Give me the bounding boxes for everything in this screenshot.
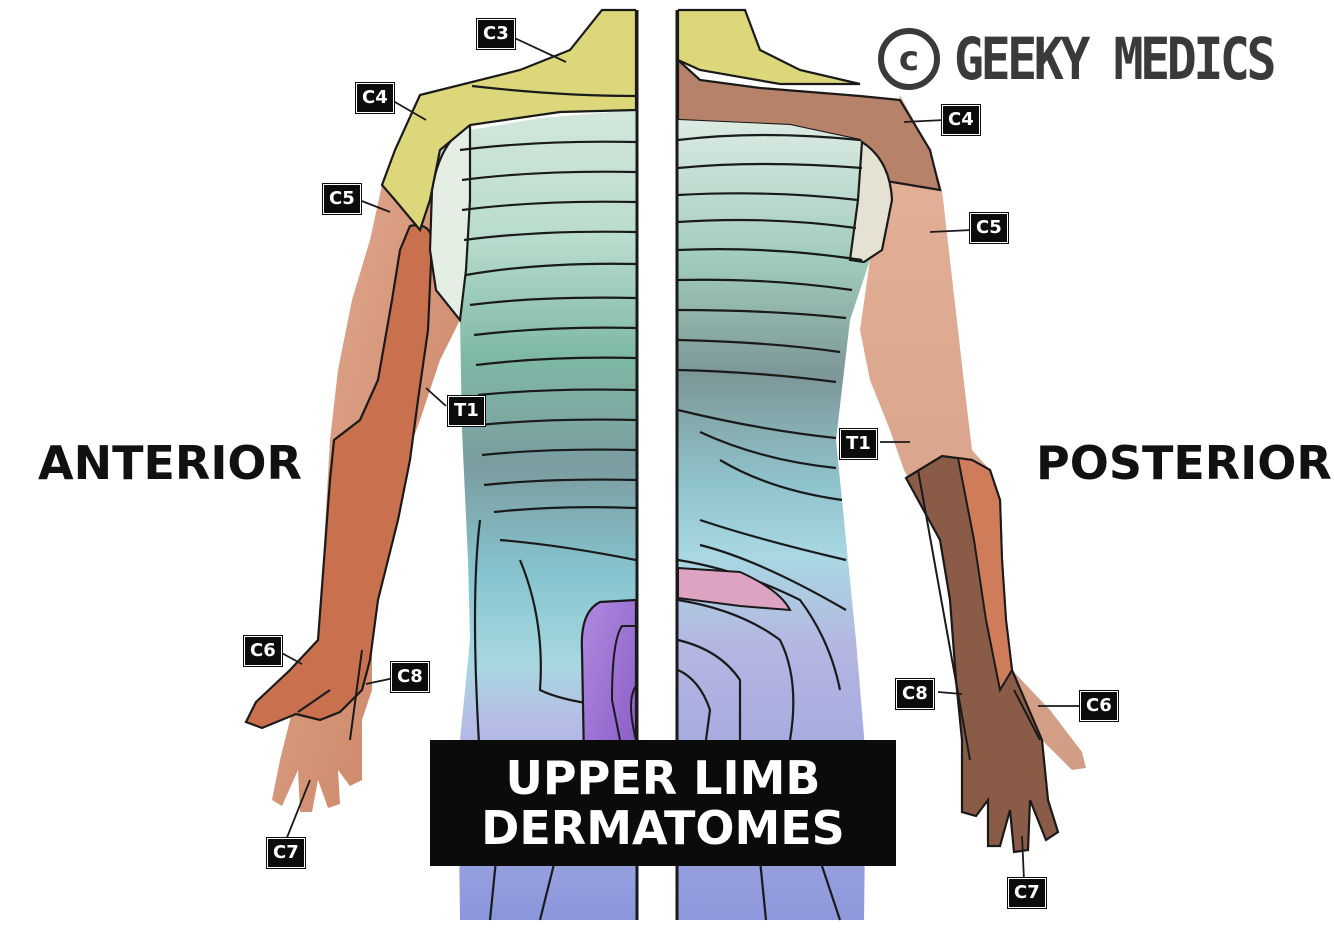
title-line-1: UPPER LIMB: [506, 753, 821, 803]
title-box: UPPER LIMB DERMATOMES: [430, 740, 896, 866]
posterior-label: POSTERIOR: [1036, 440, 1332, 486]
tag-anterior-c5: C5: [323, 184, 361, 214]
tag-anterior-c7: C7: [267, 838, 305, 868]
tag-anterior-c3: C3: [477, 19, 515, 49]
tag-posterior-c5: C5: [970, 213, 1008, 243]
posterior-c3-zone: [678, 10, 860, 84]
tag-posterior-c6: C6: [1080, 691, 1118, 721]
tag-anterior-c4: C4: [356, 83, 394, 113]
tag-anterior-t1: T1: [448, 396, 485, 426]
anterior-sacral-zone: [582, 600, 636, 760]
tag-posterior-t1: T1: [840, 429, 877, 459]
tag-anterior-c8: C8: [391, 662, 429, 692]
anterior-label: ANTERIOR: [38, 440, 302, 486]
copyright-icon: c: [878, 28, 940, 90]
brand-name: GEEKY MEDICS: [954, 25, 1273, 93]
tag-posterior-c4: C4: [942, 105, 980, 135]
tag-posterior-c8: C8: [896, 679, 934, 709]
tag-anterior-c6: C6: [244, 636, 282, 666]
tag-posterior-c7: C7: [1008, 878, 1046, 908]
title-line-2: DERMATOMES: [481, 803, 845, 853]
brand-logo: c GEEKY MEDICS: [878, 18, 1328, 100]
